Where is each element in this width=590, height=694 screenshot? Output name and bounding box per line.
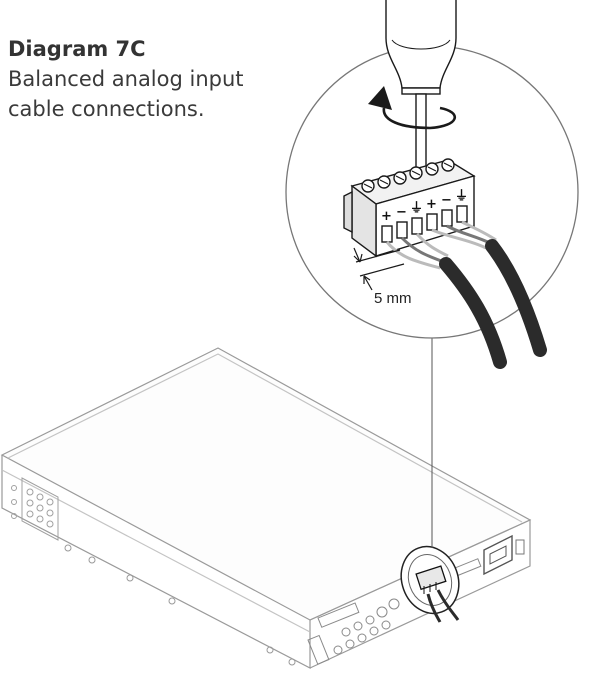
amplifier-chassis — [0, 347, 532, 669]
screwdriver-icon — [385, 0, 457, 198]
rear-panel-connectors — [307, 534, 525, 665]
terminal-block — [343, 158, 476, 258]
terminal-marks: + − ⏚ + − ⏚ — [381, 189, 468, 224]
terminal-mark-5: − — [441, 193, 452, 208]
terminal-mark-4: + — [426, 197, 437, 212]
terminal-mark-2: − — [396, 205, 407, 220]
stripped-wires — [385, 220, 497, 270]
rotation-arrow-icon — [368, 86, 457, 130]
caption-line-2: cable connections. — [8, 97, 205, 121]
diagram-caption: Diagram 7C Balanced analog input cable c… — [8, 34, 288, 124]
vent-grill — [11, 477, 59, 541]
chassis-screws — [64, 544, 296, 666]
cables — [439, 239, 547, 369]
strip-length-dimension — [353, 247, 405, 291]
chassis-terminal-callout — [400, 545, 460, 623]
strip-length-label: 5 mm — [374, 290, 412, 307]
terminal-mark-1: + — [381, 209, 392, 224]
caption-title: Diagram 7C — [8, 37, 146, 61]
terminal-mark-6: ⏚ — [455, 189, 468, 204]
terminal-mark-3: ⏚ — [410, 201, 423, 216]
caption-line-1: Balanced analog input — [8, 67, 244, 91]
